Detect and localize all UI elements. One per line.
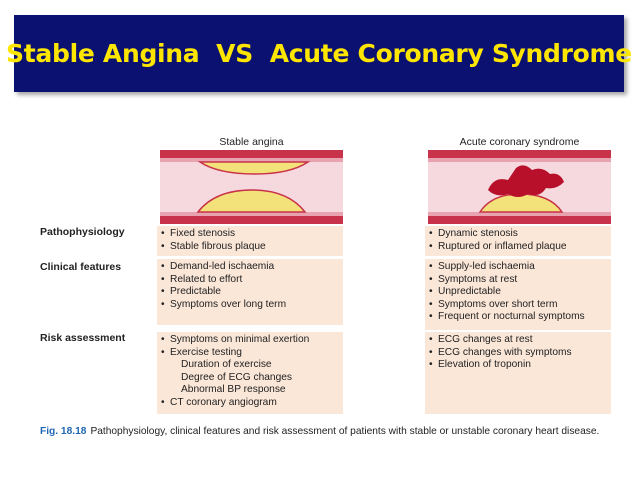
row-label-pathophysiology: Pathophysiology bbox=[40, 226, 125, 238]
stable-vessel-wall-inner-bottom bbox=[160, 212, 343, 216]
stable-pathophysiology-panel: •Fixed stenosis •Stable fibrous plaque bbox=[157, 226, 343, 256]
list-subitem: Abnormal BP response bbox=[181, 384, 286, 396]
list-item: •Dynamic stenosis bbox=[429, 228, 518, 239]
list-item: •Frequent or nocturnal symptoms bbox=[429, 311, 585, 323]
list-item: •Unpredictable bbox=[429, 286, 501, 298]
figure-caption-text: Pathophysiology, clinical features and r… bbox=[90, 426, 600, 437]
stable-plaque-bottom bbox=[196, 189, 307, 213]
stable-plaque-top bbox=[197, 161, 311, 175]
acs-artery-illustration bbox=[428, 150, 611, 224]
list-item: •Fixed stenosis bbox=[161, 228, 236, 239]
stable-vessel-wall-inner-top bbox=[160, 158, 343, 162]
acs-pathophysiology-panel: •Dynamic stenosis •Ruptured or inflamed … bbox=[425, 226, 611, 256]
list-item: •CT coronary angiogram bbox=[161, 396, 277, 408]
list-item: •Stable fibrous plaque bbox=[161, 240, 266, 252]
stable-angina-heading: Stable angina bbox=[219, 136, 284, 148]
list-item: •Symptoms over long term bbox=[161, 298, 287, 310]
stable-artery-illustration bbox=[160, 150, 343, 224]
list-item: •Demand-led ischaemia bbox=[161, 261, 275, 272]
row-label-clinical-features: Clinical features bbox=[40, 261, 122, 273]
acs-clinical-panel: •Supply-led ischaemia •Symptoms at rest … bbox=[425, 259, 611, 330]
acs-vessel-wall-inner-top bbox=[428, 158, 611, 162]
acs-vessel-wall-bottom bbox=[428, 216, 611, 224]
stable-vessel-wall-bottom bbox=[160, 216, 343, 224]
list-item: •ECG changes at rest bbox=[429, 334, 533, 345]
list-item: •Ruptured or inflamed plaque bbox=[429, 240, 567, 252]
stable-risk-panel: •Symptoms on minimal exertion •Exercise … bbox=[157, 332, 343, 414]
list-item: •Symptoms over short term bbox=[429, 298, 558, 310]
figure-number: Fig. 18.18 bbox=[40, 426, 87, 437]
stable-vessel-wall-top bbox=[160, 150, 343, 158]
row-label-risk-assessment: Risk assessment bbox=[40, 332, 126, 344]
list-item: •Supply-led ischaemia bbox=[429, 261, 535, 272]
slide-title: Stable Angina VS Acute Coronary Syndrome bbox=[6, 39, 632, 68]
list-subitem: Duration of exercise bbox=[181, 359, 272, 371]
acs-thrombus bbox=[488, 165, 564, 197]
acs-heading: Acute coronary syndrome bbox=[459, 136, 580, 148]
list-item: •Symptoms at rest bbox=[429, 273, 518, 285]
list-item: •Symptoms on minimal exertion bbox=[161, 334, 310, 345]
list-item: •ECG changes with symptoms bbox=[429, 346, 572, 358]
list-item: •Predictable bbox=[161, 286, 221, 298]
list-item: •Related to effort bbox=[161, 273, 243, 285]
acs-vessel-wall-inner-bottom bbox=[428, 212, 611, 216]
list-subitem: Degree of ECG changes bbox=[181, 371, 292, 383]
list-item: •Elevation of troponin bbox=[429, 359, 531, 371]
acs-vessel-wall-top bbox=[428, 150, 611, 158]
stable-clinical-panel: •Demand-led ischaemia •Related to effort… bbox=[157, 259, 343, 325]
title-banner: Stable Angina VS Acute Coronary Syndrome bbox=[6, 15, 632, 92]
acs-risk-panel: •ECG changes at rest •ECG changes with s… bbox=[425, 332, 611, 414]
list-item: •Exercise testing bbox=[161, 346, 242, 358]
